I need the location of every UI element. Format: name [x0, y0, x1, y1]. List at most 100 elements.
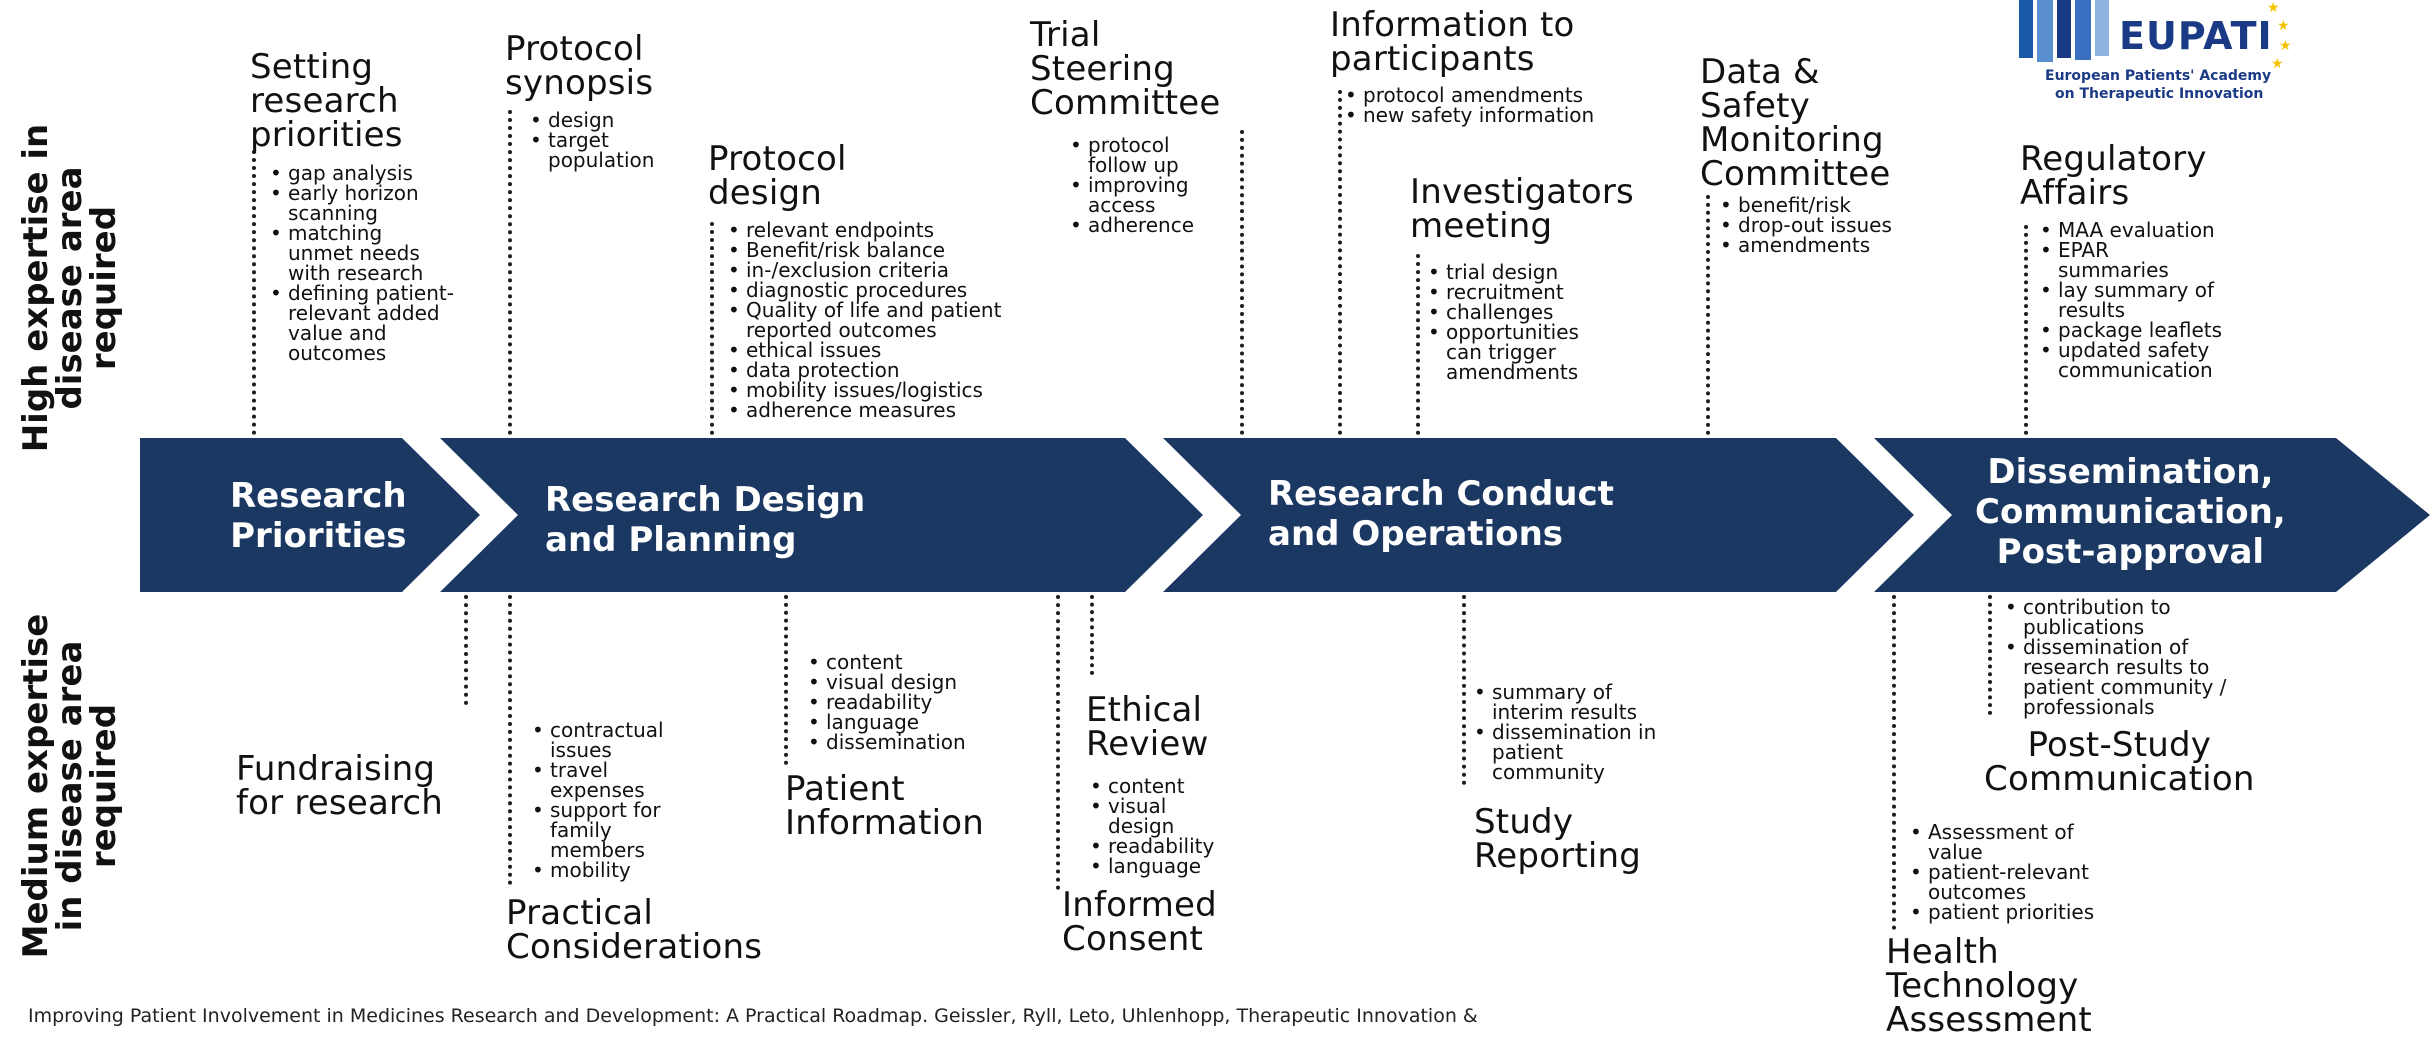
bullet-item: dissemination in — [1474, 722, 1656, 742]
list-information-to-participants: protocol amendmentsnew safety informatio… — [1345, 85, 1594, 125]
bullet-item: amendments — [1720, 235, 1892, 255]
title-line: Practical — [506, 893, 653, 933]
title-line: Ethical — [1086, 690, 1203, 730]
stage-text-line: Dissemination, — [1987, 452, 2274, 492]
bullet-item: challenges — [1428, 302, 1579, 322]
bullet-item: language — [808, 712, 966, 732]
title-line: Committee — [1030, 83, 1221, 123]
connector-ethical-review — [1056, 595, 1060, 890]
stage-text-line: Post-approval — [1996, 532, 2265, 572]
title-ethical-review: Ethical Review — [1086, 693, 1209, 761]
list-ethical-review: contentvisualdesignreadabilitylanguage — [1090, 776, 1214, 876]
stage-arrow-dissemination — [1874, 438, 2430, 592]
bullet-item: publications — [2023, 615, 2145, 639]
star-icon: ★ — [2277, 18, 2290, 34]
bullet-item: professionals — [2023, 695, 2155, 719]
bullet-item: language — [1090, 856, 1214, 876]
stage-text-line: and Operations — [1268, 514, 1564, 554]
title-line: Communication — [1984, 759, 2255, 799]
bullet-item: ethical issues — [728, 340, 1001, 360]
star-icon: ★ — [2271, 56, 2284, 72]
title-line: Information to — [1330, 5, 1575, 45]
bullet-item: dissemination of — [2005, 637, 2226, 657]
title-line: synopsis — [505, 63, 654, 103]
bullet-item: defining patient- — [270, 283, 454, 303]
stage-label-conduct-operations: Research Conduct and Operations — [1268, 474, 1614, 554]
stage-label-dissemination: Dissemination, Communication, Post-appro… — [1975, 452, 2286, 572]
bullet-item: patient-relevant — [1910, 862, 2094, 882]
title-line: priorities — [250, 115, 403, 155]
bullet-item: early horizon — [270, 183, 454, 203]
connector-patient-information — [784, 595, 788, 765]
star-icon: ★ — [2267, 0, 2280, 16]
bullet-item: matching — [270, 223, 454, 243]
title-line: Information — [785, 803, 985, 843]
bullet-item: mobility issues/logistics — [728, 380, 1001, 400]
list-investigators-meeting: trial designrecruitmentchallengesopportu… — [1428, 262, 1579, 382]
bullet-item: benefit/risk — [1720, 195, 1892, 215]
bullet-item: protocol — [1070, 135, 1194, 155]
bullet-item: outcomes — [288, 341, 387, 365]
title-line: Regulatory — [2020, 139, 2207, 179]
bullet-item: contribution to — [2005, 597, 2226, 617]
bullet-item: gap analysis — [270, 163, 454, 183]
title-line: Affairs — [2020, 173, 2130, 213]
title-line: Consent — [1062, 919, 1204, 959]
title-line: Setting — [250, 47, 374, 87]
bullet-item: scanning — [288, 201, 378, 225]
title-trial-steering-committee: Trial Steering Committee — [1030, 18, 1221, 120]
title-line: Investigators — [1410, 172, 1634, 212]
bullet-item: drop-out issues — [1720, 215, 1892, 235]
bullet-item: visual design — [808, 672, 966, 692]
bullet-item: readability — [808, 692, 966, 712]
bullet-item: amendments — [1446, 360, 1579, 384]
bullet-item: design — [530, 110, 654, 130]
bullet-item: improving — [1070, 175, 1194, 195]
source-caption: Improving Patient Involvement in Medicin… — [28, 1005, 1478, 1027]
title-study-reporting: Study Reporting — [1474, 805, 1641, 873]
title-line: Post-Study — [2027, 725, 2212, 765]
bullet-item: EPAR — [2040, 240, 2222, 260]
stage-text-line: and Planning — [545, 520, 797, 560]
bullet-item: research results to — [2023, 655, 2210, 679]
bullet-item: in-/exclusion criteria — [728, 260, 1001, 280]
bullet-item: travel — [532, 760, 664, 780]
bullet-item: summary of — [1474, 682, 1656, 702]
bullet-item: target — [530, 130, 654, 150]
bullet-item: new safety information — [1345, 105, 1594, 125]
title-line: research — [250, 81, 399, 121]
bullet-item: support for — [532, 800, 664, 820]
stage-arrow-research-priorities — [140, 438, 480, 592]
bullet-item: Quality of life and patient — [728, 300, 1001, 320]
bullet-item: protocol amendments — [1345, 85, 1594, 105]
bullet-item: reported outcomes — [746, 318, 937, 342]
bullet-item: adherence — [1070, 215, 1194, 235]
title-line: Safety — [1700, 86, 1810, 126]
bullet-item: unmet needs — [288, 241, 420, 265]
bullet-item: with research — [288, 261, 424, 285]
list-protocol-design: relevant endpointsBenefit/risk balancein… — [728, 220, 1001, 420]
title-line: Reporting — [1474, 836, 1642, 876]
bullet-item: updated safety — [2040, 340, 2222, 360]
connector-regulatory — [2024, 225, 2028, 435]
title-line: Fundraising — [236, 749, 436, 789]
bullet-item: adherence measures — [728, 400, 1001, 420]
bullet-item: members — [550, 838, 645, 862]
bullet-item: MAA evaluation — [2040, 220, 2222, 240]
bullet-item: mobility — [532, 860, 664, 880]
stage-text-line: Research Conduct — [1268, 474, 1614, 514]
title-practical-considerations: Practical Considerations — [506, 896, 762, 964]
list-protocol-synopsis: designtargetpopulation — [530, 110, 654, 170]
title-investigators-meeting: Investigators meeting — [1410, 175, 1634, 243]
logo-line1: European Patients' Academy — [2045, 68, 2272, 84]
bullet-item: follow up — [1088, 153, 1179, 177]
title-line: Steering — [1030, 49, 1175, 89]
bullet-item: outcomes — [1928, 880, 2027, 904]
title-informed-consent: Informed Consent — [1062, 888, 1217, 956]
bullet-item: relevant endpoints — [728, 220, 1001, 240]
connector-protocol-design — [710, 222, 714, 435]
connector-dsmc — [1706, 195, 1710, 435]
title-line: Technology — [1886, 966, 2079, 1006]
